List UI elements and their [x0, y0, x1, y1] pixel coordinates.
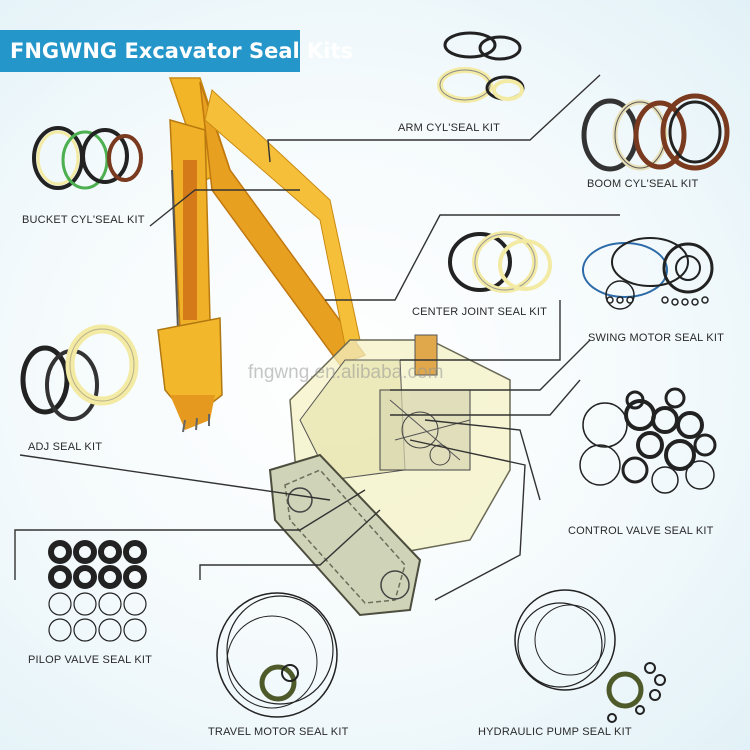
- boom-seal-rings: [581, 93, 730, 172]
- label-control-valve-seal-kit: CONTROL VALVE SEAL KIT: [568, 525, 714, 537]
- label-arm-cyl-seal-kit: ARM CYL'SEAL KIT: [398, 122, 501, 134]
- arm-seal-rings: [437, 31, 525, 103]
- label-hydraulic-pump-seal-kit: HYDRAULIC PUMP SEAL KIT: [478, 726, 632, 738]
- bucket-seal-rings: [32, 126, 143, 190]
- adj-seal-rings: [20, 324, 139, 421]
- excavator-tracks: [268, 453, 422, 617]
- excavator-bucket: [157, 317, 223, 433]
- label-bucket-cyl-seal-kit: BUCKET CYL'SEAL KIT: [22, 214, 145, 226]
- page-title: FNGWNG Excavator Seal Kits: [0, 30, 353, 72]
- label-travel-motor-seal-kit: TRAVEL MOTOR SEAL KIT: [208, 726, 349, 738]
- travel-motor-seal-rings: [216, 592, 338, 718]
- center-joint-seal-rings: [448, 231, 552, 293]
- control-valve-seal-rings: [579, 387, 717, 494]
- label-adj-seal-kit: ADJ SEAL KIT: [28, 441, 103, 453]
- hydraulic-pump-seal-rings: [514, 589, 666, 723]
- watermark-text: fngwng.en.alibaba.com: [248, 362, 444, 383]
- label-swing-motor-seal-kit: SWING MOTOR SEAL KIT: [588, 332, 725, 344]
- label-center-joint-seal-kit: CENTER JOINT SEAL KIT: [412, 306, 548, 318]
- pilot-valve-seal-rings: [48, 540, 147, 642]
- label-boom-cyl-seal-kit: BOOM CYL'SEAL KIT: [587, 178, 699, 190]
- swing-motor-seal-rings: [582, 237, 714, 310]
- label-pilot-valve-seal-kit: PILOP VALVE SEAL KIT: [28, 654, 153, 666]
- callout-lines: [14, 74, 620, 601]
